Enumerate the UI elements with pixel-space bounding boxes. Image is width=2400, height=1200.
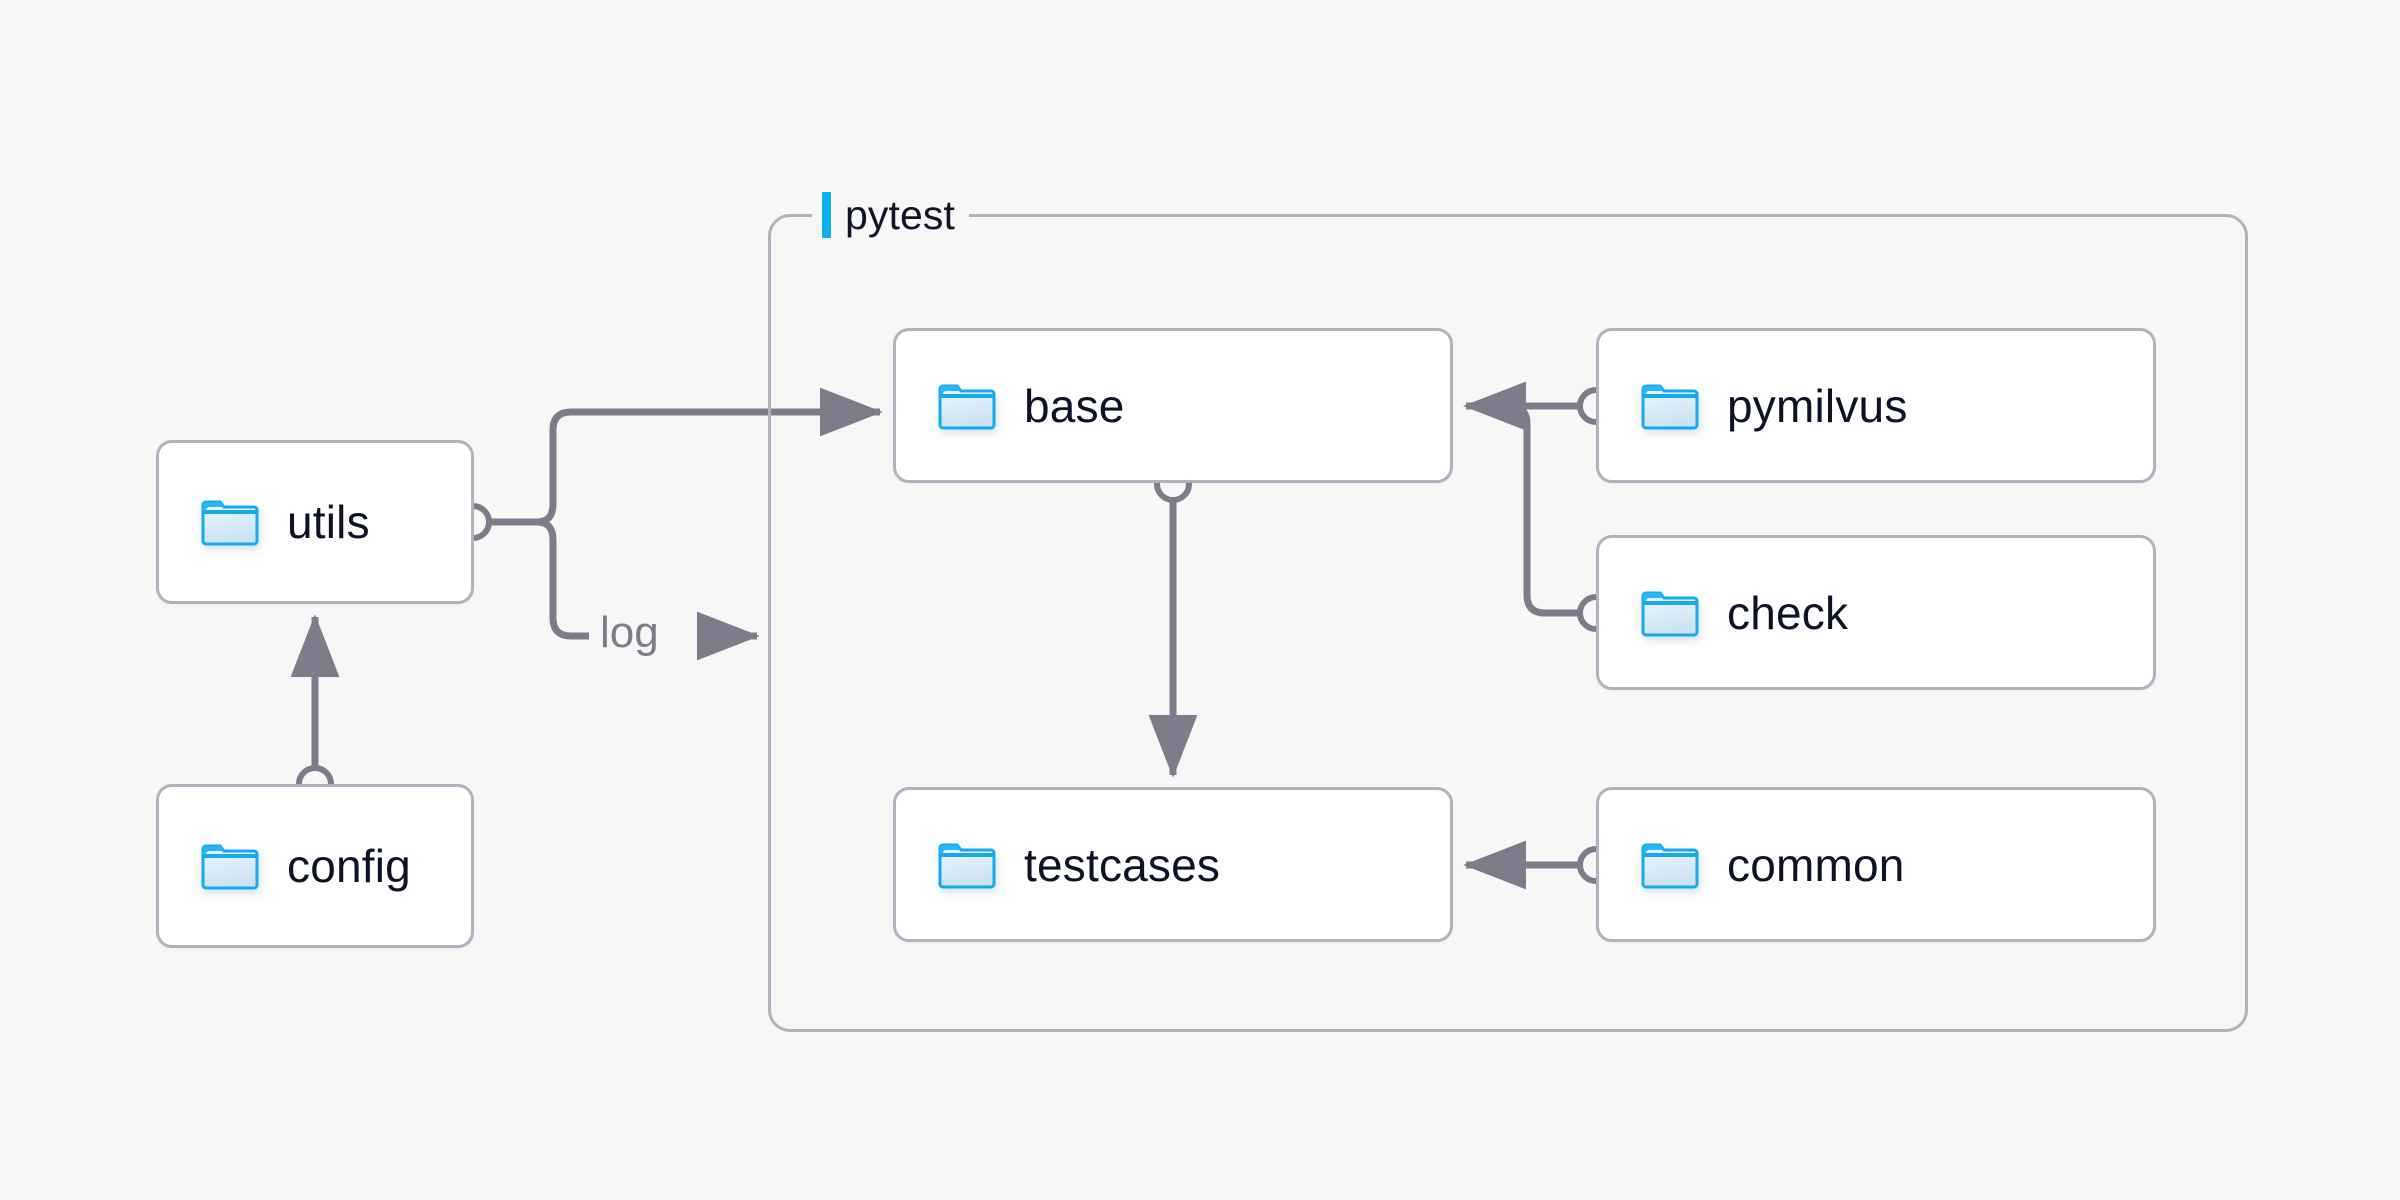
- group-label-text: pytest: [845, 191, 955, 238]
- node-label: pymilvus: [1727, 379, 1908, 432]
- node-label: utils: [287, 496, 370, 548]
- node-check[interactable]: check: [1596, 535, 2156, 690]
- node-label: check: [1727, 586, 1849, 639]
- node-label: base: [1024, 379, 1125, 432]
- node-label: config: [287, 840, 411, 892]
- group-accent-bar: [822, 192, 831, 238]
- node-config[interactable]: config: [156, 784, 474, 948]
- folder-icon: [938, 843, 996, 888]
- node-base[interactable]: base: [893, 328, 1453, 483]
- folder-icon: [938, 384, 996, 429]
- folder-icon: [1641, 384, 1699, 429]
- folder-icon: [1641, 591, 1699, 636]
- edge-utils-to-log: [536, 518, 589, 640]
- group-pytest-label: pytest: [812, 184, 969, 246]
- group-pytest[interactable]: [768, 214, 2248, 1032]
- node-label: testcases: [1024, 838, 1221, 891]
- node-testcases[interactable]: testcases: [893, 787, 1453, 942]
- folder-icon: [1641, 843, 1699, 888]
- node-utils[interactable]: utils: [156, 440, 474, 604]
- node-common[interactable]: common: [1596, 787, 2156, 942]
- edge-label-log: log: [600, 608, 659, 657]
- node-label: common: [1727, 838, 1905, 891]
- folder-icon: [201, 500, 259, 546]
- node-pymilvus[interactable]: pymilvus: [1596, 328, 2156, 483]
- folder-icon: [201, 844, 259, 890]
